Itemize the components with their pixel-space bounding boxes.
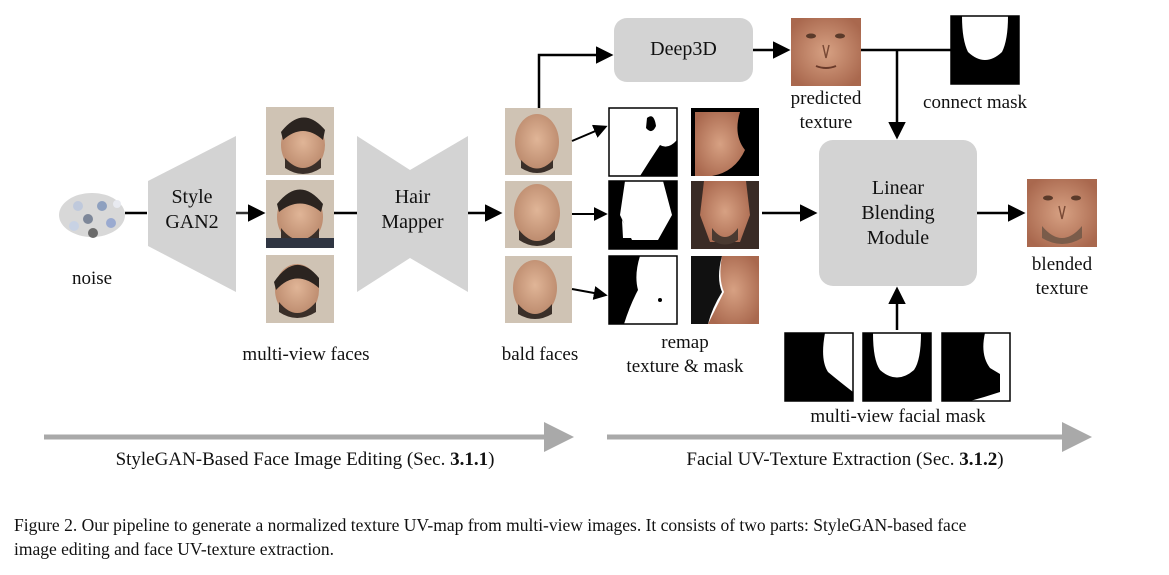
remap-label-line1: remap	[661, 332, 709, 353]
stylegan2-label-line2: GAN2	[165, 211, 219, 233]
hair-mapper-block	[357, 136, 468, 292]
blended-texture-label-line2: texture	[1035, 278, 1089, 299]
remap-texture-1	[691, 108, 759, 176]
multiview-face-2	[266, 180, 334, 248]
remap-mask-1	[608, 107, 678, 177]
figure-caption: Figure 2. Our pipeline to generate a nor…	[14, 513, 1159, 561]
multiview-facial-mask-label: multi-view facial mask	[810, 406, 986, 427]
predicted-texture-image	[791, 18, 861, 86]
remap-mask-3	[608, 255, 678, 325]
section-left-number: 3.1.1	[450, 449, 489, 470]
blended-texture-label-line1: blended	[1031, 254, 1093, 275]
bald-face-2	[505, 181, 572, 248]
linear-blending-module-block	[819, 140, 977, 286]
facial-mask-2	[862, 332, 932, 402]
connect-mask-image	[950, 15, 1020, 85]
remap-arrow-1	[571, 124, 608, 142]
remap-texture-2	[691, 181, 759, 249]
stylegan2-block	[148, 136, 236, 292]
blending-label-line1: Linear	[871, 177, 925, 199]
section-label-left: StyleGAN-Based Face Image Editing (Sec. …	[40, 448, 570, 472]
caption-line-1: Figure 2. Our pipeline to generate a nor…	[14, 515, 967, 535]
hair-mapper-label-line1: Hair	[394, 186, 431, 208]
facial-mask-3	[941, 332, 1011, 402]
facial-mask-1	[784, 332, 854, 402]
blending-label-line3: Module	[866, 227, 930, 249]
predicted-texture-label: predicted texture	[770, 87, 882, 135]
hair-mapper-label: Hair Mapper	[357, 185, 468, 235]
section-right-number: 3.1.2	[959, 449, 998, 470]
noise-label: noise	[71, 268, 113, 289]
connect-mask-label: connect mask	[923, 92, 1027, 113]
section-left-text: StyleGAN-Based Face Image Editing (Sec.	[115, 449, 451, 470]
blended-texture-image	[1027, 179, 1097, 247]
bald-face-1	[505, 108, 572, 175]
section-label-right: Facial UV-Texture Extraction (Sec. 3.1.2…	[605, 448, 1085, 472]
remap-texture-3	[691, 256, 759, 324]
bald-to-deep3d-arrow	[537, 46, 614, 108]
caption-line-2: image editing and face UV-texture extrac…	[14, 539, 335, 559]
multiview-face-1	[266, 107, 334, 175]
remap-mask-2	[608, 180, 678, 250]
stylegan2-label: Style GAN2	[148, 185, 236, 235]
multiview-face-3	[266, 255, 334, 323]
deep3d-label: Deep3D	[650, 38, 717, 60]
remap-label: remap texture & mask	[600, 331, 770, 379]
stylegan2-label-line1: Style	[171, 186, 213, 208]
linear-blending-module-label: Linear Blending Module	[819, 176, 977, 251]
section-right-text: Facial UV-Texture Extraction (Sec.	[686, 449, 960, 470]
multiview-faces-label: multi-view faces	[242, 344, 370, 365]
predicted-texture-label-line1: predicted	[790, 88, 862, 109]
bald-face-3	[505, 256, 572, 323]
remap-arrow-3	[571, 286, 608, 300]
noise-blob	[59, 193, 125, 238]
hair-mapper-label-line2: Mapper	[381, 211, 444, 233]
deep3d-block	[614, 18, 753, 82]
blending-label-line2: Blending	[861, 202, 935, 224]
blended-texture-label: blended texture	[1007, 253, 1117, 301]
predicted-texture-label-line2: texture	[799, 112, 853, 133]
bald-faces-label: bald faces	[501, 344, 579, 365]
remap-label-line2: texture & mask	[626, 356, 744, 377]
section-left-close: )	[488, 449, 495, 470]
section-right-close: )	[997, 449, 1004, 470]
